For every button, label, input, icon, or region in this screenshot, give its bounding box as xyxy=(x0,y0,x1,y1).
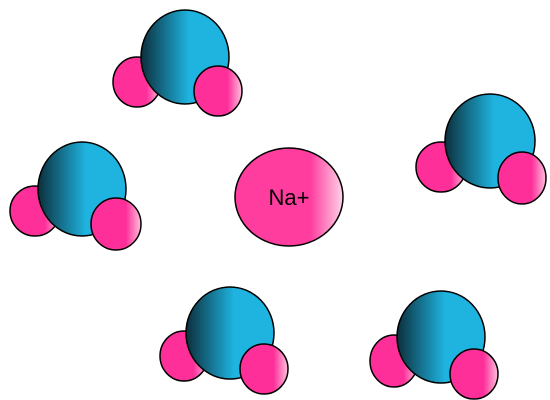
sodium-ion: Na+ xyxy=(234,147,344,247)
hydrogen-atom-icon xyxy=(449,348,499,400)
hydrogen-atom-icon xyxy=(193,65,243,117)
hydrogen-atom-icon xyxy=(239,343,289,395)
water-molecule-icon xyxy=(112,9,243,117)
hydrogen-atom-icon xyxy=(90,197,142,251)
water-molecule-icon xyxy=(415,93,547,205)
ion-label: Na+ xyxy=(269,185,310,210)
water-molecule-icon xyxy=(369,290,499,400)
sodium-ion-icon xyxy=(234,147,344,247)
water-molecule-icon xyxy=(9,141,142,251)
hydrogen-atom-icon xyxy=(497,151,547,205)
water-molecule-icon xyxy=(159,286,289,395)
water-molecules xyxy=(9,9,547,400)
